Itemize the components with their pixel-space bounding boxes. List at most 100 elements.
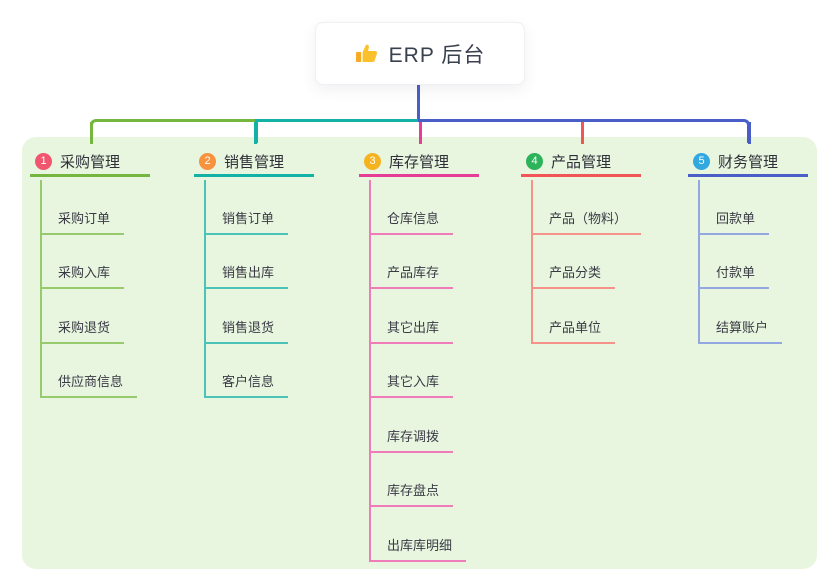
branch-number-badge: 5	[693, 152, 710, 170]
child-row: 其它入库	[371, 344, 466, 398]
child-row: 产品（物料）	[533, 180, 642, 235]
branch-number-badge: 2	[199, 152, 216, 170]
child-label: 采购退货	[58, 319, 111, 335]
child-label: 结算账户	[716, 319, 769, 335]
child-node[interactable]: 回款单	[700, 208, 770, 235]
root-node[interactable]: ERP 后台	[315, 22, 525, 85]
thumbs-up-icon	[355, 44, 377, 62]
child-node[interactable]: 产品单位	[533, 317, 616, 344]
child-node[interactable]: 采购订单	[42, 208, 125, 235]
child-node[interactable]: 采购退货	[42, 317, 125, 344]
child-node[interactable]: 库存盘点	[371, 480, 454, 507]
branch-children: 回款单 付款单 结算账户	[698, 180, 783, 344]
child-row: 出库库明细	[371, 507, 467, 562]
child-label: 销售退货	[222, 319, 275, 335]
branch-label: 销售管理	[224, 153, 285, 171]
child-row: 产品单位	[533, 289, 641, 344]
child-node[interactable]: 采购入库	[42, 262, 125, 289]
connector-bus-middle	[255, 119, 418, 143]
child-row: 供应商信息	[42, 344, 138, 398]
child-node[interactable]: 其它出库	[371, 317, 454, 344]
child-row: 仓库信息	[371, 180, 466, 235]
child-row: 客户信息	[206, 344, 289, 398]
branch-connector	[419, 122, 422, 144]
child-label: 产品分类	[549, 265, 602, 280]
branch-children: 产品（物料） 产品分类 产品单位	[531, 180, 642, 344]
child-label: 供应商信息	[58, 374, 124, 389]
child-node[interactable]: 供应商信息	[42, 371, 138, 398]
branch-connector	[254, 122, 257, 144]
child-row: 销售退货	[206, 289, 289, 344]
child-label: 库存调拨	[387, 428, 440, 444]
child-row: 结算账户	[700, 289, 783, 344]
branch-label: 采购管理	[60, 153, 121, 171]
child-node[interactable]: 销售出库	[206, 262, 289, 289]
child-row: 销售出库	[206, 235, 289, 289]
branch-children: 仓库信息 产品库存 其它出库 其它入库 库存调拨 库存盘点 出库库明细	[369, 180, 467, 562]
branch-connector	[90, 122, 93, 144]
child-node[interactable]: 产品分类	[533, 262, 616, 289]
connector-bus-left	[90, 119, 255, 143]
branch-children: 销售订单 销售出库 销售退货 客户信息	[204, 180, 289, 398]
child-label: 库存盘点	[387, 483, 440, 498]
child-label: 客户信息	[222, 374, 275, 389]
child-node[interactable]: 结算账户	[700, 317, 783, 344]
root-title: ERP 后台	[388, 43, 486, 67]
child-node[interactable]: 产品（物料）	[533, 208, 642, 235]
branch-label: 库存管理	[389, 153, 450, 171]
child-node[interactable]: 付款单	[700, 262, 770, 289]
branch-connector	[581, 122, 584, 144]
child-node[interactable]: 产品库存	[371, 262, 454, 289]
child-row: 产品分类	[533, 235, 641, 289]
child-row: 回款单	[700, 180, 782, 235]
child-row: 库存调拨	[371, 398, 466, 453]
branch: 1 采购管理 采购订单 采购入库 采购退货 供应商信息	[30, 122, 160, 398]
child-node[interactable]: 客户信息	[206, 371, 289, 398]
branch-children: 采购订单 采购入库 采购退货 供应商信息	[40, 180, 138, 398]
child-node[interactable]: 库存调拨	[371, 426, 454, 453]
branch-number-badge: 4	[526, 152, 543, 170]
branch: 2 销售管理 销售订单 销售出库 销售退货 客户信息	[194, 122, 324, 398]
connector-bus-right	[418, 119, 750, 143]
child-row: 产品库存	[371, 235, 466, 289]
child-label: 销售出库	[222, 265, 275, 280]
branch: 4 产品管理 产品（物料） 产品分类 产品单位	[521, 122, 651, 344]
child-label: 回款单	[716, 210, 756, 226]
child-node[interactable]: 其它入库	[371, 371, 454, 398]
branch-connector	[748, 122, 751, 144]
child-node[interactable]: 销售订单	[206, 208, 289, 235]
child-node[interactable]: 出库库明细	[371, 535, 467, 562]
child-node[interactable]: 仓库信息	[371, 208, 454, 235]
child-node[interactable]: 销售退货	[206, 317, 289, 344]
child-label: 销售订单	[222, 210, 275, 226]
child-label: 付款单	[716, 265, 756, 280]
branch-node[interactable]: 3 库存管理	[359, 148, 479, 177]
branch-node[interactable]: 2 销售管理	[194, 148, 314, 177]
child-label: 其它入库	[387, 374, 440, 389]
child-label: 产品库存	[387, 265, 440, 280]
branch: 3 库存管理 仓库信息 产品库存 其它出库 其它入库 库存调拨 库存盘点 出库库…	[359, 122, 489, 562]
branch-number-badge: 3	[364, 152, 381, 170]
branch-node[interactable]: 4 产品管理	[521, 148, 641, 177]
connector-root-drop	[417, 83, 420, 120]
panel-background	[22, 137, 817, 569]
branch-label: 财务管理	[718, 153, 779, 171]
child-label: 出库库明细	[387, 537, 453, 553]
child-label: 产品（物料）	[549, 210, 628, 226]
child-label: 采购入库	[58, 265, 111, 280]
child-row: 付款单	[700, 235, 782, 289]
child-row: 采购订单	[42, 180, 137, 235]
branch: 5 财务管理 回款单 付款单 结算账户	[688, 122, 818, 344]
branch-number-badge: 1	[35, 152, 52, 170]
child-row: 库存盘点	[371, 453, 466, 507]
branch-label: 产品管理	[551, 153, 612, 171]
child-row: 其它出库	[371, 289, 466, 344]
branch-node[interactable]: 1 采购管理	[30, 148, 150, 177]
child-row: 销售订单	[206, 180, 289, 235]
child-label: 产品单位	[549, 319, 602, 335]
child-label: 仓库信息	[387, 210, 440, 226]
branch-node[interactable]: 5 财务管理	[688, 148, 808, 177]
child-label: 其它出库	[387, 319, 440, 335]
child-row: 采购入库	[42, 235, 137, 289]
